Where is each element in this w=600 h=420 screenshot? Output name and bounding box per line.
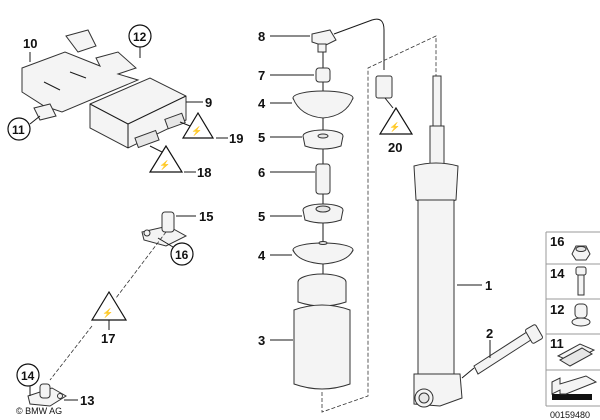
callout-12: 12 [133,30,147,44]
callout-19: 19 [229,131,243,146]
callout-12-circle[interactable]: 12 [128,24,152,48]
sensor-part-13[interactable] [27,383,67,407]
callout-18: 18 [197,165,211,180]
copyright-text: © BMW AG [16,406,62,416]
sensor-part-15[interactable] [141,211,188,247]
warning-triangle-19[interactable]: ⚡ [181,111,215,139]
callout-2: 2 [486,326,493,341]
warning-triangle-17[interactable]: ⚡ [90,290,128,321]
hardware-legend [545,231,600,407]
legend-item-16[interactable]: 16 [550,234,591,261]
control-unit-part-9[interactable] [89,77,187,149]
sensor-link-line-lower [49,325,93,381]
warning-triangle-20[interactable]: ⚡ [378,106,414,135]
callout-3: 3 [258,333,265,348]
leader-2-axis [461,367,475,379]
sensor-cable [333,18,385,70]
callout-8: 8 [258,29,265,44]
height-sensor-part-8[interactable] [311,29,337,53]
callout-11: 11 [12,123,25,137]
expansion-nut-icon [571,303,591,327]
callout-16-circle[interactable]: 16 [170,242,194,266]
direction-arrow-icon [551,375,598,400]
callout-7: 7 [258,68,265,83]
bolt-icon [575,266,587,296]
callout-15: 15 [199,209,213,224]
callout-16: 16 [175,248,189,262]
legend-item-14[interactable]: 14 [550,266,587,296]
assembly-outline [321,35,437,413]
callout-5-upper: 5 [258,130,265,145]
callout-20: 20 [388,140,402,155]
legend-number-16: 16 [550,234,564,249]
rubber-pad-part-5-upper[interactable] [302,129,344,150]
callout-13: 13 [80,393,94,408]
callout-1: 1 [485,278,492,293]
cap-part-7[interactable] [315,67,331,83]
callout-6: 6 [258,165,265,180]
bracket-part-10[interactable] [21,29,140,121]
legend-number-11: 11 [550,336,564,351]
diagram-number: 00159480 [550,410,590,420]
callout-4-lower: 4 [258,248,266,263]
legend-item-arrow[interactable] [551,375,598,400]
connector-part[interactable] [375,75,393,99]
electrostatic-warning-icon: ⚡ [159,159,170,171]
bolt-part-2[interactable] [473,324,543,375]
leader-18-part [149,145,163,153]
electrostatic-warning-icon: ⚡ [389,121,400,133]
legend-item-11[interactable]: 11 [550,336,596,367]
callout-17: 17 [101,331,115,346]
legend-number-12: 12 [550,302,564,317]
dust-cover-part-3[interactable] [293,273,351,390]
clip-nut-icon [556,343,596,367]
legend-number-14: 14 [550,266,565,281]
warning-triangle-18[interactable]: ⚡ [148,144,184,173]
callout-14: 14 [21,369,35,383]
electrostatic-warning-icon: ⚡ [191,125,202,137]
callout-4-upper: 4 [258,96,266,111]
callout-11-circle[interactable]: 11 [7,117,31,141]
leader-11 [29,115,41,125]
rubber-pad-part-5-lower[interactable] [302,203,344,224]
sensor-link-line-upper [115,231,167,299]
hex-nut-icon [571,245,591,261]
leader-19-part [179,121,191,127]
leader-20-part [384,97,394,109]
callout-9: 9 [205,95,212,110]
support-dish-part-4-lower[interactable] [292,241,354,265]
support-dish-part-4-upper[interactable] [292,90,354,119]
callout-14-circle[interactable]: 14 [16,363,40,387]
legend-item-12[interactable]: 12 [550,302,591,327]
callout-10: 10 [23,36,37,51]
callout-5-lower: 5 [258,209,265,224]
electrostatic-warning-icon: ⚡ [102,307,113,319]
sleeve-part-6[interactable] [315,163,331,195]
shock-absorber-part-1[interactable] [413,75,463,408]
